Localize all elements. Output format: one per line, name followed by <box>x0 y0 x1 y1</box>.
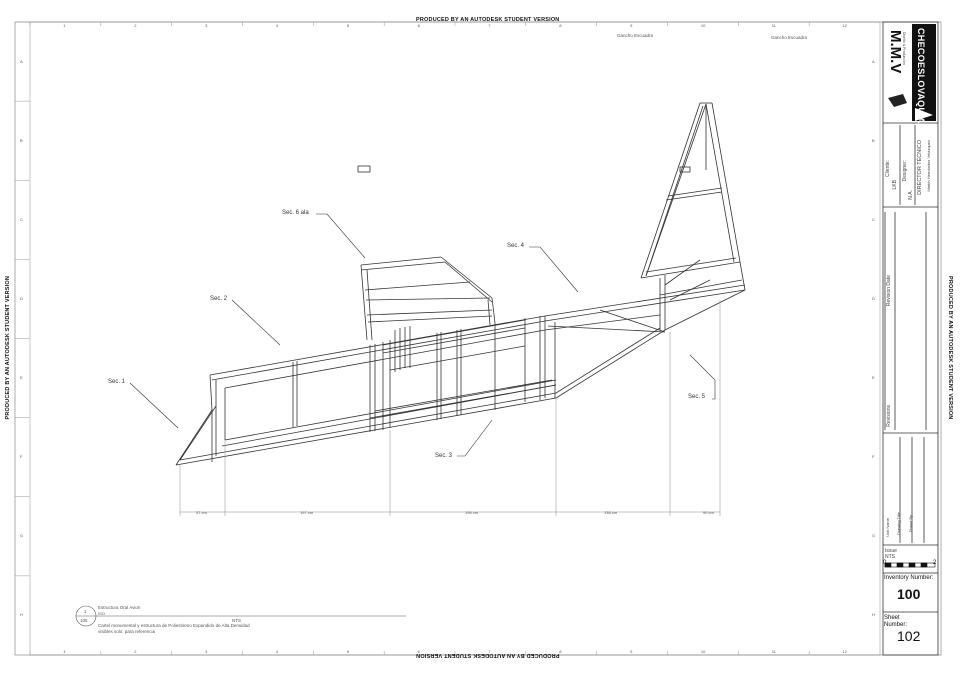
grid-number: 4 <box>275 649 279 654</box>
hook-label-right: Gancho Escuadra <box>771 35 808 40</box>
logo-mark-icon <box>888 94 907 107</box>
grid-number: 5 <box>346 23 349 28</box>
grid-letter: B <box>20 137 23 143</box>
grid-number: 2 <box>134 649 137 654</box>
drawn-by-label: Drawn By <box>908 515 913 533</box>
dimension-label: 196 cm <box>465 510 479 515</box>
grid-letter: A <box>872 58 875 64</box>
grid-letter: G <box>20 533 24 539</box>
company-subtitle: Diseño & Producción <box>902 32 906 65</box>
grid-number: 12 <box>842 23 848 28</box>
grid-number: 6 <box>417 649 420 654</box>
grid-number: 1 <box>63 649 66 654</box>
grid-number: 11 <box>771 23 776 28</box>
grid-number: 8 <box>559 23 562 28</box>
grid-letter: G <box>872 533 876 539</box>
section-label-2: Sec. 2 <box>210 296 228 302</box>
director-value: Martín Hernández Velázquez <box>926 140 931 192</box>
grid-letter: H <box>20 612 23 618</box>
issue-value: NTS <box>885 554 895 560</box>
grid-letter: E <box>872 375 875 381</box>
grid-letter: E <box>20 375 23 381</box>
grid-letter: H <box>872 612 875 618</box>
detail-number: 1 <box>84 609 87 614</box>
section-label-5: Sec. 5 <box>688 394 706 400</box>
grid-letter: A <box>20 58 23 64</box>
hook-label-left: Gancho Escuadra <box>617 33 654 38</box>
watermark-top: PRODUCED BY AN AUTODESK STUDENT VERSION <box>416 17 560 23</box>
grid-letter: D <box>872 295 875 301</box>
detail-callout <box>75 605 406 627</box>
brand-arrow-icon <box>915 108 933 121</box>
watermark-left: PRODUCED BY AN AUTODESK STUDENT VERSION <box>5 276 11 420</box>
grid-letter: F <box>872 454 875 460</box>
dimension-label: 90 cm <box>703 510 714 515</box>
grid-number: 7 <box>488 649 491 654</box>
detail-scale-small: ISO <box>98 611 105 616</box>
inventory-number: 100 <box>897 586 921 602</box>
grid-number: 9 <box>630 649 633 654</box>
section-label-4: Sec. 4 <box>507 243 525 249</box>
revision-date-label: Revision Date <box>886 275 892 307</box>
grid-number: 10 <box>700 649 706 654</box>
grid-letter: C <box>20 216 23 222</box>
issue-label: Issue <box>885 548 897 554</box>
detail-title: Estructura Oral Avion <box>98 605 141 610</box>
client-label: Cliente: <box>885 160 891 177</box>
grid-number: 9 <box>630 23 633 28</box>
scale-start: 0 <box>883 560 887 566</box>
grid-number: 12 <box>842 649 848 654</box>
inventory-label: Inventory Number: <box>884 575 934 581</box>
grid-number: 5 <box>346 649 349 654</box>
grid-letter: F <box>20 454 23 460</box>
designer-value: N.A. <box>908 190 914 200</box>
detail-note-line1: Cartel monumental y estructura de Polies… <box>98 623 250 628</box>
dimension-label: 138 cm <box>604 510 618 515</box>
revisions-label: Revisions <box>886 405 892 427</box>
detail-note-line2: visibles solo: para referencia <box>98 629 156 634</box>
scale-end: 2 <box>933 560 937 566</box>
designer-label: Designer: <box>902 160 908 182</box>
grid-number: 1 <box>63 23 66 28</box>
brand-name: CHECOESLOVAQUIA <box>916 28 926 124</box>
watermark-right: PRODUCED BY AN AUTODESK STUDENT VERSION <box>947 276 953 420</box>
airplane-structure <box>175 102 746 466</box>
brand-strip <box>912 24 936 121</box>
grid-number: 4 <box>275 23 279 28</box>
section-label-6: Sec. 6 ala <box>282 210 309 216</box>
grid-number: 7 <box>488 23 491 28</box>
unit-name-label: Unit Name <box>885 518 890 537</box>
grid-number: 10 <box>700 23 706 28</box>
scale-bar <box>884 562 936 568</box>
section-label-1: Sec. 1 <box>108 379 126 385</box>
grid-number: 6 <box>417 23 420 28</box>
grid-number: 11 <box>771 649 776 654</box>
dimension-label: 197 cm <box>300 510 314 515</box>
grid-number: 2 <box>134 23 137 28</box>
grid-letter: B <box>872 137 875 143</box>
detail-scale: NTS <box>232 618 241 623</box>
grid-number: 3 <box>205 649 208 654</box>
director-label: DIRECTOR TÉCNICO <box>917 140 923 195</box>
grid-letter: C <box>872 216 875 222</box>
drawing-title-label: Drawing Title <box>896 512 901 536</box>
client-value: LKB <box>892 180 898 190</box>
sheet-number-label: Sheet Number: <box>884 615 908 628</box>
detail-sheet: 105 <box>80 618 88 623</box>
grid-letter: D <box>20 295 23 301</box>
section-label-3: Sec. 3 <box>435 453 453 459</box>
grid-number: 3 <box>205 23 208 28</box>
grid-number: 8 <box>559 649 562 654</box>
company-name: M.M.V <box>887 30 904 74</box>
sheet-number: 102 <box>897 628 921 644</box>
dimension-label: 57 cm <box>196 510 207 515</box>
